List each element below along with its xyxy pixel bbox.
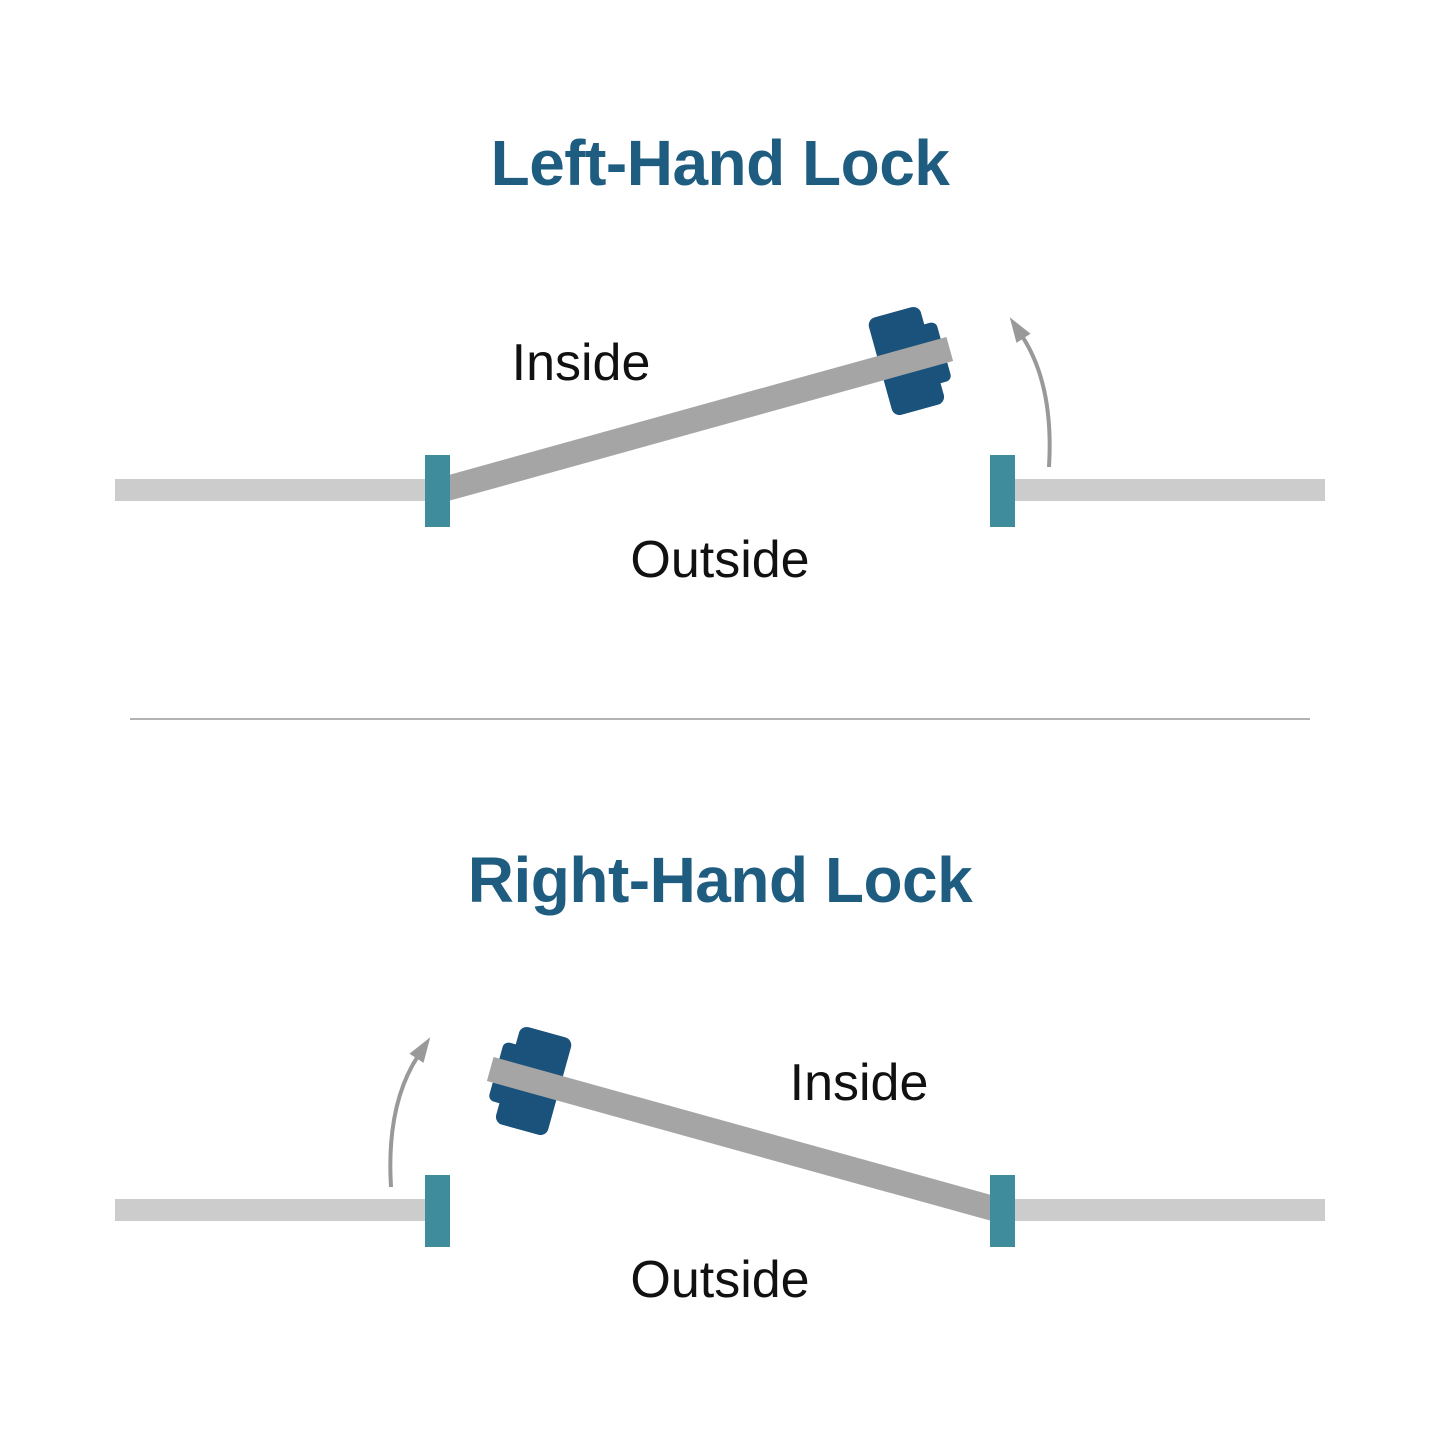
outside-label: Outside — [630, 531, 810, 589]
right-hand-diagram — [115, 1026, 1325, 1247]
inside-label: Inside — [511, 334, 651, 392]
panel-title-left-hand-lock: Left-Hand Lock — [490, 127, 950, 199]
swing-direction-arrow — [1009, 317, 1052, 468]
door-jamb-strike — [990, 455, 1015, 527]
door-jamb-hinge — [990, 1175, 1015, 1247]
swing-direction-arrow — [388, 1037, 431, 1188]
panel-title-right-hand-lock: Right-Hand Lock — [467, 844, 973, 916]
door-panel — [486, 1056, 997, 1221]
wall-segment-left — [115, 479, 425, 501]
door-group — [443, 306, 954, 501]
door-panel — [443, 336, 954, 501]
inside-label: Inside — [789, 1054, 929, 1112]
outside-label: Outside — [630, 1251, 810, 1309]
door-group — [486, 1026, 997, 1221]
wall-segment-right — [1015, 1199, 1325, 1221]
wall-segment-right — [1015, 479, 1325, 501]
left-hand-diagram — [115, 306, 1325, 527]
door-jamb-hinge — [425, 455, 450, 527]
wall-segment-left — [115, 1199, 425, 1221]
door-jamb-strike — [425, 1175, 450, 1247]
